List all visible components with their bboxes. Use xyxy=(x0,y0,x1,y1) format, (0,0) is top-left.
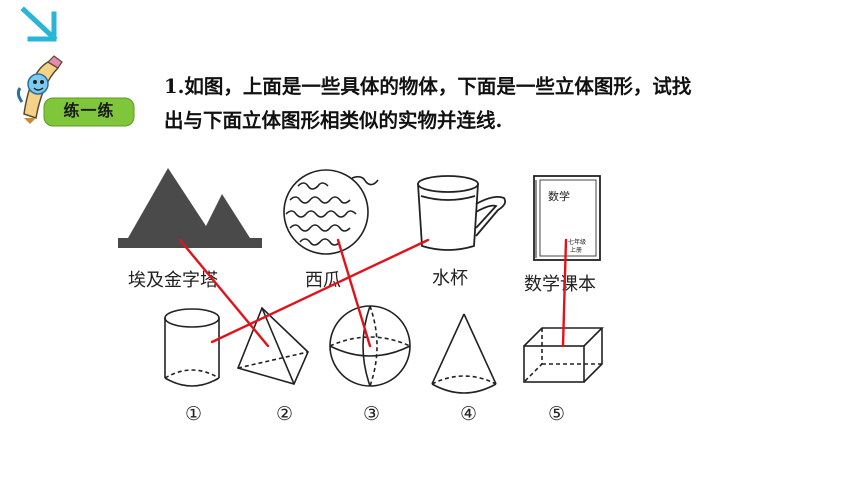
shape-label-2: ② xyxy=(276,403,293,425)
object-label-watermelon: 西瓜 xyxy=(305,270,341,291)
line-watermelon-to-3 xyxy=(336,238,372,348)
book-grade: 七年级 xyxy=(568,238,586,246)
down-right-arrow-icon xyxy=(20,6,58,42)
line-pyramid-to-2 xyxy=(178,238,270,348)
triangular-pyramid-shape xyxy=(236,306,309,385)
shape-label-4: ④ xyxy=(460,403,477,425)
badge-label: 练一练 xyxy=(63,101,115,120)
cone-shape xyxy=(431,313,497,394)
cup-image xyxy=(417,175,507,251)
watermelon-image xyxy=(283,169,379,255)
sphere-shape xyxy=(329,305,411,387)
object-label-cup: 水杯 xyxy=(432,268,468,289)
line-book-to-5 xyxy=(561,238,568,348)
shape-label-3: ③ xyxy=(363,403,380,425)
cylinder-shape xyxy=(164,308,220,387)
book-title: 数学 xyxy=(548,189,570,203)
cuboid-shape xyxy=(523,327,604,383)
shape-label-5: ⑤ xyxy=(548,403,565,425)
pyramid-image xyxy=(118,168,262,248)
answer-lines xyxy=(178,238,568,348)
line-cup-to-1 xyxy=(210,238,430,344)
question-line-2: 出与下面立体图形相类似的实物并连线. xyxy=(164,109,503,132)
book-volume: 上册 xyxy=(570,246,582,254)
shape-label-1: ① xyxy=(185,403,202,425)
exercise-badge xyxy=(16,55,135,127)
object-label-book: 数学课本 xyxy=(524,274,596,295)
book-image: 数学 七年级 上册 xyxy=(533,175,601,261)
question-line-1: 1.如图，上面是一些具体的物体，下面是一些立体图形，试找 xyxy=(164,75,692,98)
pencil-mascot-icon xyxy=(16,55,63,124)
question-text: 1.如图，上面是一些具体的物体，下面是一些立体图形，试找 出与下面立体图形相类似… xyxy=(164,70,844,138)
object-label-pyramid: 埃及金字塔 xyxy=(128,270,218,291)
